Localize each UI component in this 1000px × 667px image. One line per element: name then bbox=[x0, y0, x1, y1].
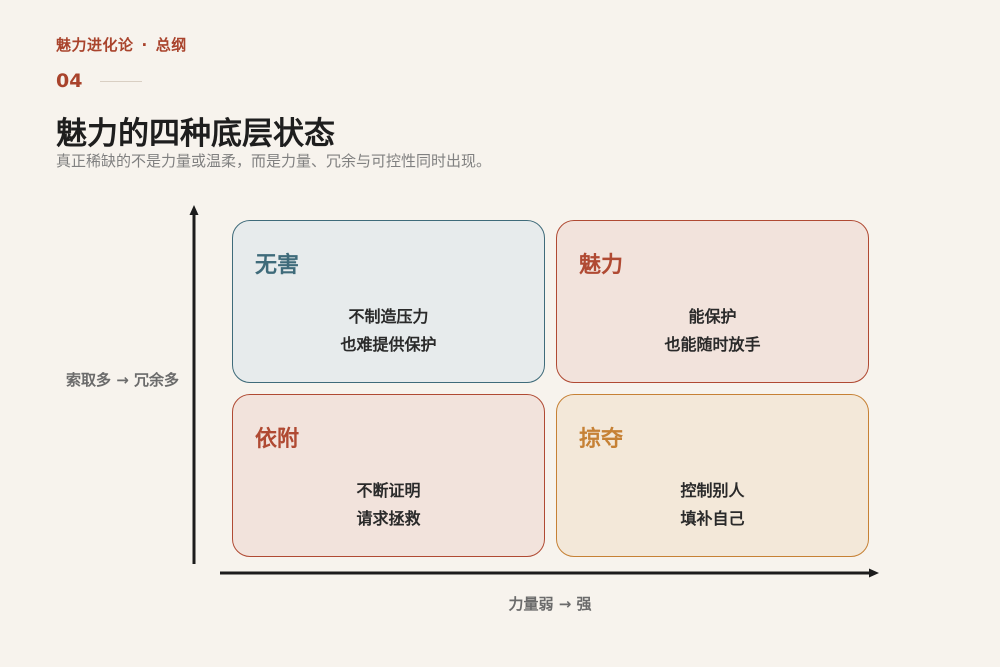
quadrant-description: 能保护 也能随时放手 bbox=[557, 303, 868, 359]
quadrant-line: 也能随时放手 bbox=[664, 335, 761, 354]
x-axis-label: 力量弱 → 强 bbox=[508, 595, 592, 613]
slide-number-row: 04 bbox=[56, 70, 143, 92]
quadrant-line: 不断证明 bbox=[356, 481, 421, 500]
page-title: 魅力的四种底层状态 bbox=[56, 116, 335, 152]
quadrant-title: 掠夺 bbox=[579, 427, 624, 452]
y-axis-arrowhead bbox=[189, 205, 199, 215]
page-subtitle: 真正稀缺的不是力量或温柔，而是力量、冗余与可控性同时出现。 bbox=[56, 152, 492, 170]
quadrant-line: 不制造压力 bbox=[348, 307, 429, 326]
section-name: 总纲 bbox=[155, 36, 187, 54]
quadrant-dependent: 依附 不断证明 请求拯救 bbox=[232, 394, 545, 557]
quadrant-line: 也难提供保护 bbox=[340, 335, 437, 354]
quadrant-line: 填补自己 bbox=[680, 509, 745, 528]
y-axis-label: 索取多 → 冗余多 bbox=[66, 371, 180, 389]
kicker-separator: · bbox=[141, 36, 148, 54]
quadrant-harmless: 无害 不制造压力 也难提供保护 bbox=[232, 220, 545, 383]
quadrant-predatory: 掠夺 控制别人 填补自己 bbox=[556, 394, 869, 557]
number-divider bbox=[100, 80, 143, 82]
quadrant-line: 控制别人 bbox=[680, 481, 745, 500]
quadrant-title: 无害 bbox=[255, 253, 300, 278]
quadrant-description: 控制别人 填补自己 bbox=[557, 477, 868, 533]
x-axis-arrowhead bbox=[869, 568, 879, 578]
series-name: 魅力进化论 bbox=[56, 36, 134, 54]
quadrant-charm: 魅力 能保护 也能随时放手 bbox=[556, 220, 869, 383]
quadrant-line: 能保护 bbox=[688, 307, 737, 326]
quadrant-description: 不制造压力 也难提供保护 bbox=[233, 303, 544, 359]
series-kicker: 魅力进化论 · 总纲 bbox=[56, 34, 187, 55]
quadrant-title: 依附 bbox=[255, 427, 300, 452]
quadrant-line: 请求拯救 bbox=[356, 509, 421, 528]
quadrant-description: 不断证明 请求拯救 bbox=[233, 477, 544, 533]
quadrant-title: 魅力 bbox=[579, 253, 624, 278]
slide-number: 04 bbox=[56, 70, 83, 92]
